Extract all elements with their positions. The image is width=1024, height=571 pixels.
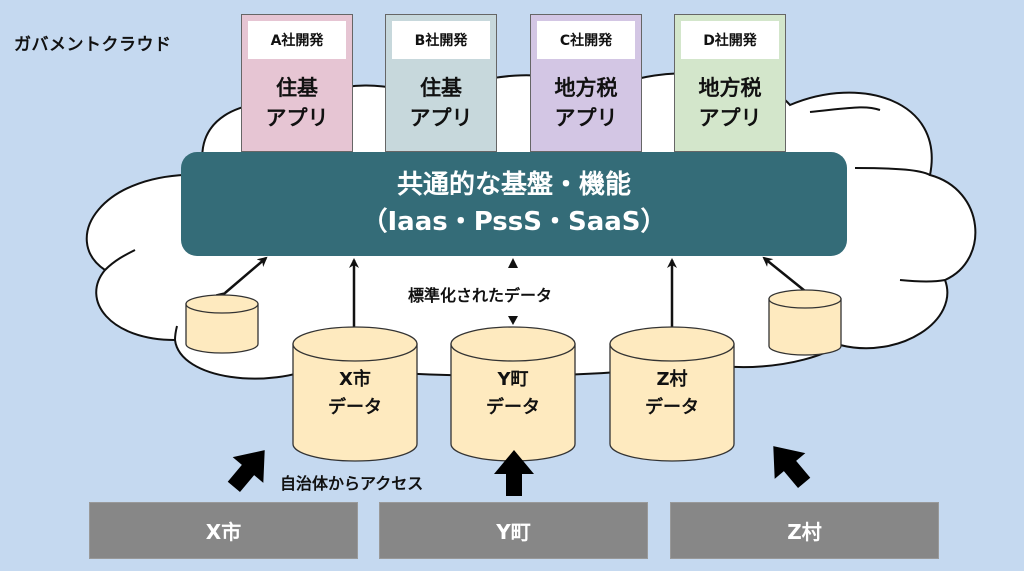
- access-arrow-x: [227, 450, 265, 492]
- db-small-left-cylinder: [185, 294, 259, 354]
- municipality-z: Z村: [670, 502, 939, 559]
- arrow-down-small: [508, 316, 518, 325]
- app-box-d: D社開発 地方税 アプリ: [674, 14, 786, 152]
- app-vendor-label: D社開発: [681, 21, 779, 59]
- connector-arrows: [215, 256, 815, 335]
- access-arrow-z: [773, 446, 811, 488]
- app-name-label: 地方税 アプリ: [698, 76, 762, 130]
- municipality-y: Y町: [379, 502, 648, 559]
- app-name-label: 住基 アプリ: [265, 76, 329, 130]
- app-name-label: 住基 アプリ: [409, 76, 473, 130]
- access-label: 自治体からアクセス: [280, 474, 424, 493]
- db-small-right-cylinder: [768, 289, 842, 356]
- db-label-y: Y町 データ: [486, 369, 540, 418]
- app-vendor-label: A社開発: [248, 21, 346, 59]
- db-y-cylinder: [450, 326, 576, 462]
- db-label-x: X市 データ: [328, 369, 382, 418]
- app-name-label: 地方税 アプリ: [554, 76, 618, 130]
- app-box-b: B社開発 住基 アプリ: [385, 14, 497, 152]
- app-box-a: A社開発 住基 アプリ: [241, 14, 353, 152]
- diagram-title: ガバメントクラウド: [14, 35, 172, 55]
- database-group: [185, 289, 842, 462]
- municipality-x: X市: [89, 502, 358, 559]
- arrow-platform-right-db: [762, 256, 815, 300]
- arrow-up-small: [508, 258, 518, 268]
- db-z-cylinder: [609, 326, 735, 462]
- app-vendor-label: C社開発: [537, 21, 635, 59]
- app-vendor-label: B社開発: [392, 21, 490, 59]
- access-arrow-y: [494, 450, 534, 496]
- standardized-data-label: 標準化されたデータ: [408, 286, 553, 305]
- db-x-cylinder: [292, 326, 418, 462]
- app-box-c: C社開発 地方税 アプリ: [530, 14, 642, 152]
- arrow-platform-left-db: [215, 256, 268, 302]
- db-label-z: Z村 データ: [645, 369, 699, 418]
- common-platform-box: 共通的な基盤・機能 （Iaas・PssS・SaaS）: [181, 152, 847, 256]
